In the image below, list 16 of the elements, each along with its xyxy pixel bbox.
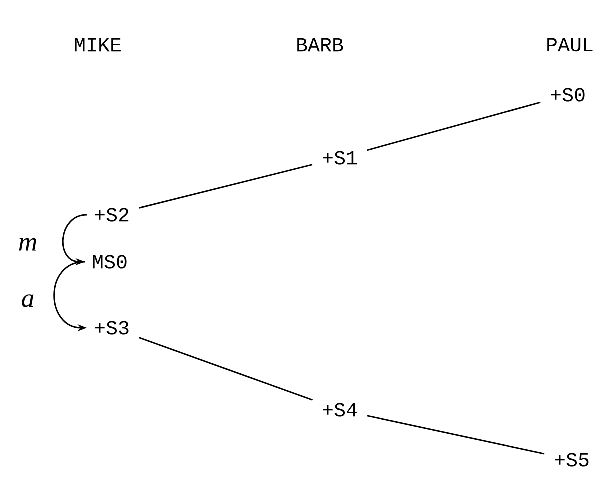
state-label: +S5	[555, 453, 589, 467]
connector-line	[367, 415, 545, 455]
state-label: +S1	[323, 151, 358, 165]
connector-line	[139, 337, 313, 401]
state-label: +S0	[551, 88, 585, 102]
column-heading: MIKE	[75, 38, 121, 52]
column-heading: BARB	[298, 38, 344, 52]
state-label: MS0	[93, 255, 127, 269]
connector-line	[139, 164, 313, 209]
edge-label: m	[19, 238, 36, 251]
state-label: +S3	[95, 321, 129, 335]
state-label: +S4	[323, 403, 357, 417]
connector-line	[367, 102, 541, 152]
state-label: +S2	[95, 208, 129, 222]
column-heading: PAUL	[548, 38, 593, 52]
edge-label: a	[22, 294, 34, 308]
